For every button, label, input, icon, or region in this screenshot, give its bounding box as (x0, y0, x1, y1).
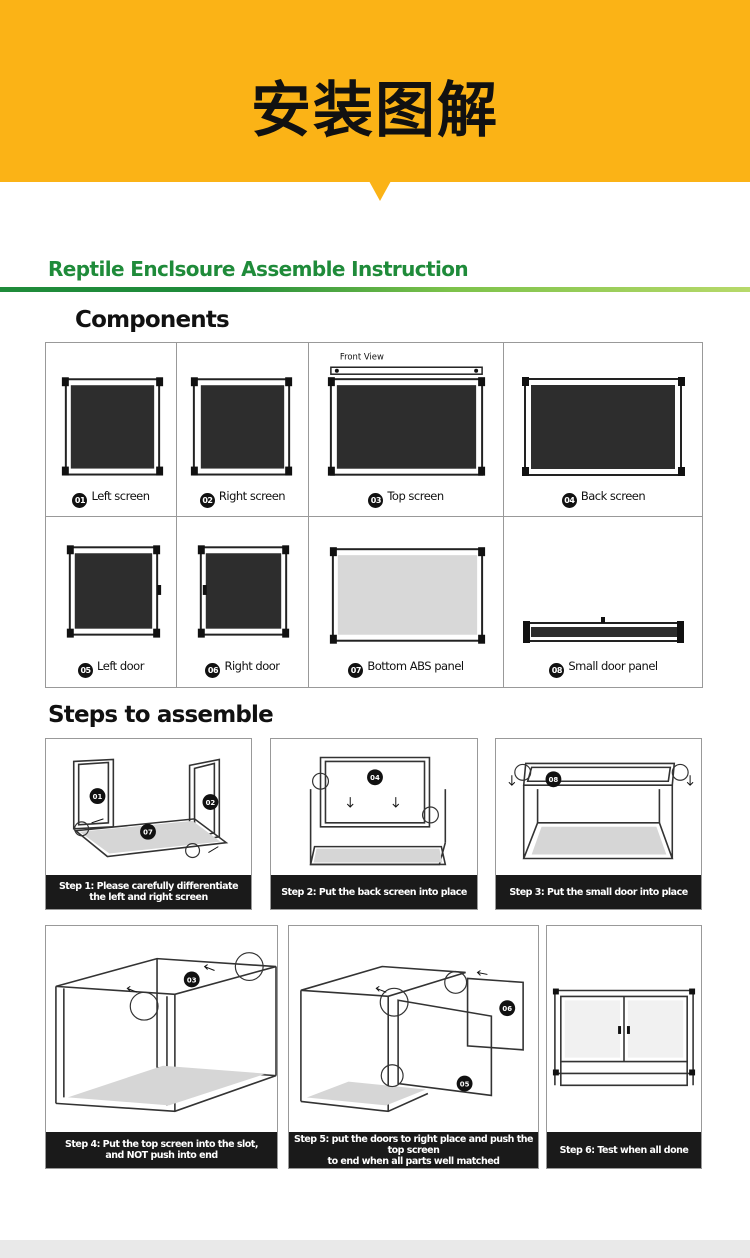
component-number-badge: 08 (549, 663, 565, 678)
step-5: 06 05 Step 5: put the doors to right pla… (288, 925, 539, 1169)
step-1-illustration: 01 02 07 (72, 758, 229, 859)
left-door-illustration (66, 545, 162, 638)
component-label: Back screen (580, 489, 646, 503)
component-number-badge: 01 (72, 493, 88, 508)
step-3-caption: Step 3: Put the small door into place (496, 875, 701, 909)
step-4-illustration: 03 (55, 952, 277, 1113)
caption-line: Step 4: Put the top screen into the slot… (65, 1139, 258, 1150)
section-divider (0, 287, 750, 292)
footer-strip (0, 1240, 750, 1258)
step-6: Step 6: Test when all done (546, 925, 702, 1169)
component-label: Left screen (91, 489, 150, 503)
component-number-badge: 02 (199, 493, 215, 508)
component-number-badge: 06 (205, 663, 221, 678)
step-2-illustration: 04 (309, 756, 447, 866)
step-marker: 05 (460, 1081, 470, 1089)
step-marker: 04 (370, 774, 380, 782)
left-screen-illustration (61, 377, 164, 476)
caption-line: and NOT push into end (105, 1150, 218, 1161)
step-1: 01 02 07 Step 1: Please carefully differ… (45, 738, 252, 910)
small-door-illustration (523, 617, 684, 643)
step-3: 08 Step 3: Put the small door into place (495, 738, 702, 910)
component-label: Small door panel (568, 659, 658, 673)
caption-line: Step 1: Please carefully differentiate (58, 881, 239, 892)
step-1-caption: Step 1: Please carefully differentiate t… (46, 875, 251, 909)
step-2: 04 Step 2: Put the back screen into plac… (270, 738, 478, 910)
header-banner (0, 0, 750, 182)
bottom-panel-illustration (329, 547, 486, 644)
component-number-badge: 04 (561, 493, 577, 508)
step-marker: 08 (549, 776, 559, 784)
step-2-caption: Step 2: Put the back screen into place (271, 875, 477, 909)
banner-pointer-icon (369, 181, 391, 201)
caption-line: to end when all parts well matched (327, 1155, 500, 1167)
step-4: 03 Step 4: Put the top screen into the s… (45, 925, 278, 1169)
components-heading: Components (75, 307, 230, 333)
component-label: Top screen (387, 489, 444, 503)
steps-heading: Steps to assemble (48, 702, 274, 728)
step-6-caption: Step 6: Test when all done (547, 1132, 701, 1168)
step-6-illustration (552, 988, 696, 1087)
component-number-badge: 03 (368, 493, 384, 508)
step-3-illustration: 08 (508, 762, 694, 860)
front-view-label: Front View (340, 351, 384, 361)
banner-title: 安装图解 (251, 76, 499, 146)
caption-line: the left and right screen (89, 892, 208, 903)
step-marker: 01 (93, 793, 103, 801)
component-number-badge: 05 (78, 663, 94, 678)
step-5-illustration: 06 05 (300, 965, 524, 1113)
step-marker: 06 (502, 1005, 512, 1013)
component-label: Right screen (218, 489, 286, 503)
step-marker: 02 (206, 799, 216, 807)
section-title: Reptile Enclsoure Assemble Instruction (48, 257, 469, 281)
caption-line: Step 5: put the doors to right place and… (293, 1133, 534, 1156)
component-label: Left door (97, 659, 144, 673)
back-screen-illustration (522, 377, 685, 476)
step-marker: 03 (187, 976, 197, 984)
caption-line: Step 2: Put the back screen into place (281, 886, 467, 898)
caption-line: Step 6: Test when all done (559, 1144, 689, 1156)
top-screen-illustration: Front View (327, 351, 486, 476)
step-marker: 07 (143, 829, 153, 837)
component-label: Right door (224, 659, 280, 673)
right-screen-illustration (190, 377, 293, 476)
right-door-illustration (197, 545, 290, 638)
component-label: Bottom ABS panel (367, 659, 464, 673)
step-4-caption: Step 4: Put the top screen into the slot… (46, 1132, 277, 1168)
caption-line: Step 3: Put the small door into place (509, 886, 688, 898)
step-5-caption: Step 5: put the doors to right place and… (289, 1132, 538, 1168)
component-number-badge: 07 (348, 663, 364, 678)
